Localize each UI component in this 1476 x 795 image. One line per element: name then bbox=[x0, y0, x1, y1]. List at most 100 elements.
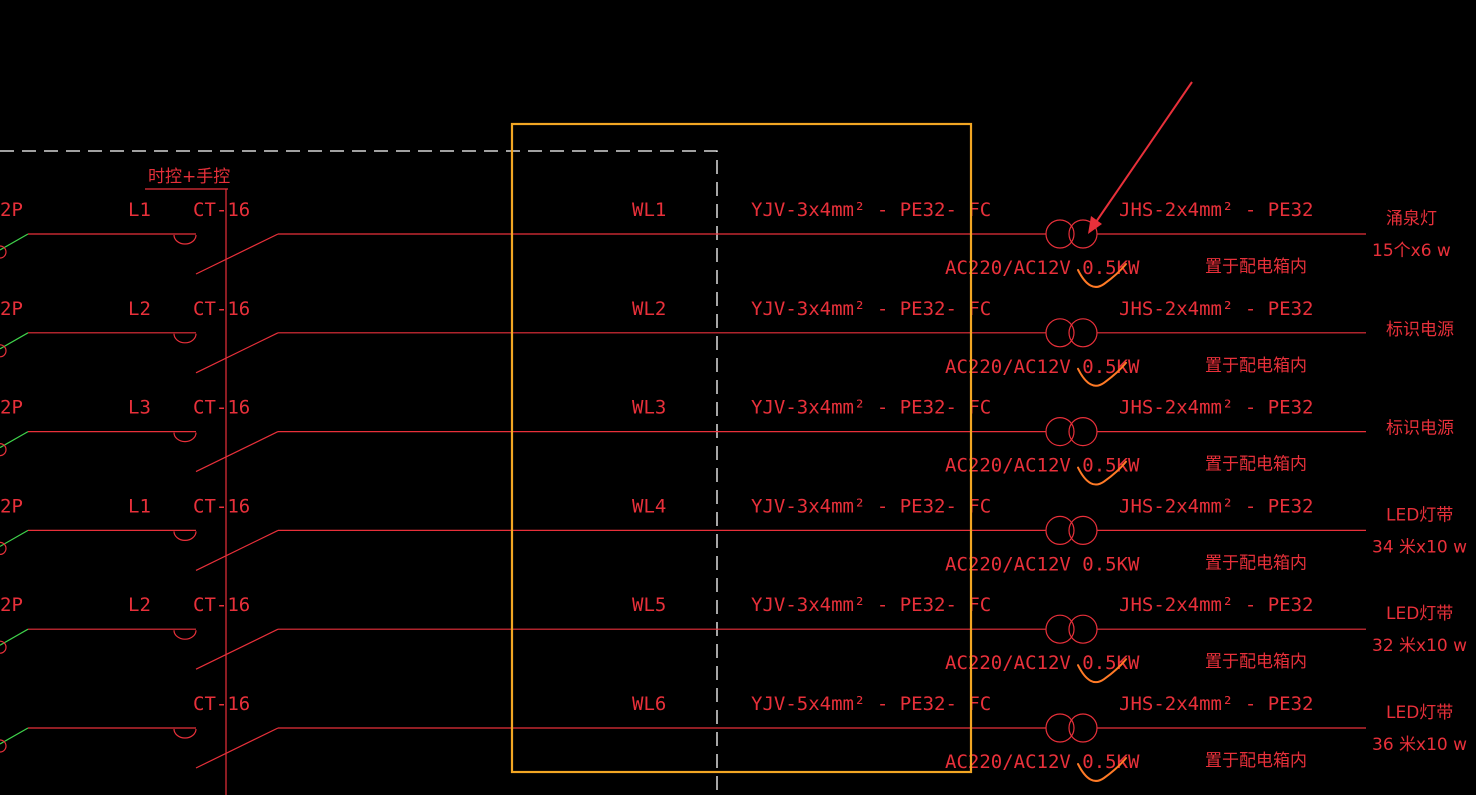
annotation-arrow bbox=[1088, 81, 1193, 234]
cable-spec: YJV-3x4mm² - PE32- FC bbox=[751, 594, 991, 616]
pole-label: 2P bbox=[0, 397, 23, 419]
cable-spec: YJV-3x4mm² - PE32- FC bbox=[751, 199, 991, 221]
phase-label: L1 bbox=[128, 495, 151, 517]
output-cable-spec: JHS-2x4mm² - PE32 bbox=[1119, 693, 1313, 715]
output-cable-spec: JHS-2x4mm² - PE32 bbox=[1119, 397, 1313, 419]
breaker-contact-arc bbox=[173, 531, 197, 541]
installation-note: 置于配电箱内 bbox=[1205, 652, 1307, 672]
installation-note: 置于配电箱内 bbox=[1205, 356, 1307, 376]
cable-spec: YJV-3x4mm² - PE32- FC bbox=[751, 495, 991, 517]
pole-label: 2P bbox=[0, 199, 23, 221]
breaker-contact-arc bbox=[173, 728, 197, 739]
transformer-coil-secondary bbox=[1068, 318, 1098, 348]
breaker-label: CT-16 bbox=[193, 594, 250, 616]
breaker-contact-arc bbox=[173, 333, 197, 344]
transformer-coil-secondary bbox=[1068, 713, 1098, 743]
pole-label: 2P bbox=[0, 594, 23, 616]
transformer-spec: AC220/AC12V 0.5KW bbox=[945, 257, 1140, 279]
cable-spec: YJV-3x4mm² - PE32- FC bbox=[751, 298, 991, 320]
breaker-switch-blade bbox=[195, 727, 279, 769]
load-description: 32 米x10 w bbox=[1372, 636, 1467, 656]
installation-note: 置于配电箱内 bbox=[1205, 751, 1307, 771]
circuit-row: CT-16 WL6 YJV-5x4mm² - PE32- FC AC220/AC12V… bbox=[0, 693, 1467, 782]
feed-terminal bbox=[0, 245, 7, 259]
breaker-contact-arc bbox=[173, 432, 197, 443]
feed-terminal bbox=[0, 344, 7, 358]
review-checkmark bbox=[1077, 263, 1127, 288]
load-description: 标识电源 bbox=[1386, 320, 1454, 340]
load-description: LED灯带 bbox=[1386, 604, 1453, 624]
transformer-coil-primary bbox=[1045, 515, 1075, 546]
installation-note: 置于配电箱内 bbox=[1205, 257, 1307, 277]
transformer-coil-primary bbox=[1045, 614, 1075, 644]
feed-terminal bbox=[0, 640, 7, 654]
feed-terminal bbox=[0, 443, 7, 457]
transformer-spec: AC220/AC12V 0.5KW bbox=[945, 751, 1140, 773]
breaker-contact-arc bbox=[173, 630, 197, 640]
review-checkmark bbox=[1077, 460, 1127, 486]
transformer-spec: AC220/AC12V 0.5KW bbox=[945, 652, 1140, 674]
phase-label: L2 bbox=[128, 594, 151, 616]
breaker-label: CT-16 bbox=[193, 298, 250, 320]
circuit-id: WL6 bbox=[632, 693, 666, 715]
dashed-enclosure-boundary bbox=[0, 150, 718, 795]
breaker-label: CT-16 bbox=[193, 397, 250, 419]
breaker-label: CT-16 bbox=[193, 495, 250, 517]
output-cable-spec: JHS-2x4mm² - PE32 bbox=[1119, 495, 1313, 517]
load-description: LED灯带 bbox=[1386, 703, 1453, 723]
circuit-id: WL5 bbox=[632, 594, 666, 616]
breaker-switch-blade bbox=[195, 233, 279, 275]
transformer-coil-primary bbox=[1045, 219, 1075, 249]
transformer-coil-primary bbox=[1045, 713, 1075, 743]
pole-label: 2P bbox=[0, 495, 23, 517]
output-cable-spec: JHS-2x4mm² - PE32 bbox=[1119, 199, 1313, 221]
circuit-id: WL1 bbox=[632, 199, 666, 221]
circuit-row: 2P L2 CT-16 WL2 YJV-3x4mm² - PE32- FC AC220/A… bbox=[0, 298, 1454, 387]
circuit-row: 2P L2 CT-16 WL5 YJV-3x4mm² - PE32- FC AC220/A… bbox=[0, 594, 1467, 684]
load-description: 34 米x10 w bbox=[1372, 537, 1467, 557]
review-checkmark bbox=[1077, 361, 1127, 387]
circuit-id: WL2 bbox=[632, 298, 666, 320]
transformer-coil-secondary bbox=[1068, 417, 1098, 447]
breaker-label: CT-16 bbox=[193, 199, 250, 221]
transformer-spec: AC220/AC12V 0.5KW bbox=[945, 455, 1140, 477]
load-description: 15个x6 w bbox=[1372, 241, 1451, 261]
feed-terminal bbox=[0, 739, 7, 753]
breaker-switch-blade bbox=[195, 332, 279, 374]
circuit-row: 2P L1 CT-16 WL1 YJV-3x4mm² - PE32- FC AC220/A… bbox=[0, 199, 1451, 288]
feed-terminal bbox=[0, 541, 7, 555]
breaker-contact-arc bbox=[173, 234, 197, 245]
installation-note: 置于配电箱内 bbox=[1205, 553, 1307, 573]
load-description: 36 米x10 w bbox=[1372, 735, 1467, 755]
phase-label: L1 bbox=[128, 199, 151, 221]
transformer-spec: AC220/AC12V 0.5KW bbox=[945, 356, 1140, 378]
cable-spec: YJV-3x4mm² - PE32- FC bbox=[751, 397, 991, 419]
load-description: LED灯带 bbox=[1386, 505, 1453, 525]
circuit-id: WL3 bbox=[632, 397, 666, 419]
output-cable-spec: JHS-2x4mm² - PE32 bbox=[1119, 298, 1313, 320]
transformer-coil-secondary bbox=[1068, 515, 1098, 546]
transformer-coil-secondary bbox=[1068, 614, 1098, 644]
load-description: 涌泉灯 bbox=[1386, 209, 1437, 229]
cable-spec: YJV-5x4mm² - PE32- FC bbox=[751, 693, 991, 715]
circuit-id: WL4 bbox=[632, 495, 666, 517]
circuit-row: 2P L1 CT-16 WL4 YJV-3x4mm² - PE32- FC AC220/A… bbox=[0, 495, 1467, 575]
breaker-label: CT-16 bbox=[193, 693, 250, 715]
review-checkmark bbox=[1077, 658, 1127, 684]
transformer-coil-primary bbox=[1045, 417, 1075, 447]
installation-note: 置于配电箱内 bbox=[1205, 455, 1307, 475]
control-mode-label: 时控+手控 bbox=[148, 167, 230, 187]
highlight-box bbox=[510, 122, 973, 774]
load-description: 标识电源 bbox=[1386, 419, 1454, 439]
breaker-switch-blade bbox=[195, 431, 279, 473]
breaker-switch-blade bbox=[195, 529, 279, 571]
pole-label: 2P bbox=[0, 298, 23, 320]
phase-label: L2 bbox=[128, 298, 151, 320]
transformer-spec: AC220/AC12V 0.5KW bbox=[945, 553, 1140, 575]
transformer-coil-primary bbox=[1045, 318, 1075, 348]
output-cable-spec: JHS-2x4mm² - PE32 bbox=[1119, 594, 1313, 616]
